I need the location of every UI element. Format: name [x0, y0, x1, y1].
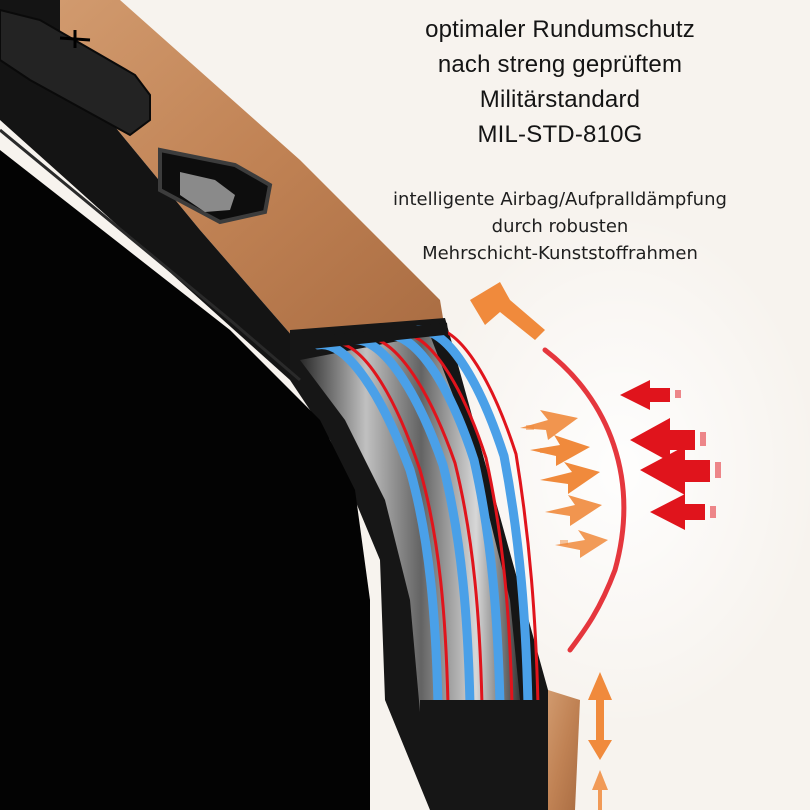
screen-edge	[0, 128, 301, 382]
headline-line-1: optimaler Rundumschutz	[425, 16, 695, 43]
side-button	[0, 8, 151, 137]
layer-caps	[307, 322, 545, 714]
impact-arc	[542, 347, 627, 653]
impact-arrows	[620, 380, 721, 530]
caption-line-2: durch robusten	[491, 216, 629, 237]
phone-screen	[0, 150, 370, 810]
caption-line-1: intelligente Airbag/Aufpralldämpfung	[393, 189, 727, 210]
leather-case	[60, 0, 580, 810]
dispersion-arrows	[470, 282, 612, 810]
headline-line-4: MIL-STD-810G	[477, 121, 643, 148]
headline-line-3: Militärstandard	[479, 86, 641, 113]
headline: optimaler Rundumschutz nach streng geprü…	[370, 12, 750, 152]
caption-line-3: Mehrschicht-Kunststoffrahmen	[422, 243, 698, 264]
camera-cutout	[158, 147, 273, 225]
headline-line-2: nach streng geprüftem	[437, 51, 683, 78]
airbag-layers	[313, 325, 540, 710]
feature-caption: intelligente Airbag/Aufpralldämpfung dur…	[360, 186, 760, 267]
